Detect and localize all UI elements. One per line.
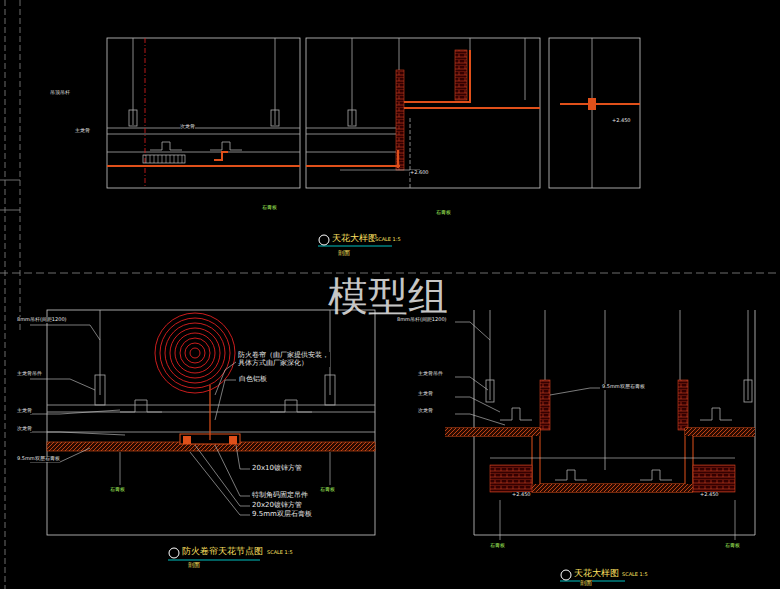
level-mark: +2.450	[700, 492, 719, 498]
scale-note: SCALE 1:5	[622, 572, 648, 578]
watermark: 模型组	[328, 274, 448, 318]
callout-note: 主龙骨	[418, 391, 433, 397]
drawing-subtitle: 剖面	[580, 580, 592, 587]
callout-note: 主龙骨吊件	[17, 371, 42, 377]
level-mark: +2.450	[612, 118, 631, 124]
drawing-title: 天花大样图	[332, 234, 377, 244]
material-tag: 石膏板	[436, 210, 451, 216]
callout-note: 主龙骨吊件	[418, 371, 443, 377]
drawing-subtitle: 剖面	[188, 562, 200, 569]
scale-note: SCALE 1:5	[375, 237, 401, 243]
material-tag: 石膏板	[490, 543, 505, 549]
callout-note: 8mm吊杆(间距1200)	[17, 317, 67, 323]
scale-note: SCALE 1:5	[267, 550, 293, 556]
level-mark: +2.450	[512, 492, 531, 498]
callout-note: 防火卷帘（由厂家提供安装，具体方式由厂家深化）	[238, 352, 330, 367]
callout-note: 20x20镀锌方管	[252, 502, 302, 510]
callout-note: 次龙骨	[180, 124, 195, 130]
material-tag: 石膏板	[110, 487, 125, 493]
callout-note: 9.5mm双层石膏板	[602, 384, 645, 390]
callout-note: 吊顶吊杆	[50, 90, 70, 96]
callout-note: 特制角码固定吊件	[252, 492, 308, 500]
callout-note: 20x10镀锌方管	[252, 465, 302, 473]
drawing-title: 天花大样图	[574, 569, 619, 579]
drawing-title: 防火卷帘天花节点图	[182, 547, 263, 557]
callout-note: 次龙骨	[418, 408, 433, 414]
level-mark: +2.600	[410, 170, 429, 176]
drawing-subtitle: 剖面	[338, 250, 350, 257]
material-tag: 石膏板	[320, 487, 335, 493]
callout-note: 8mm吊杆(间距1200)	[397, 317, 447, 323]
callout-note: 主龙骨	[75, 128, 90, 134]
callout-note: 次龙骨	[17, 426, 32, 432]
callout-note: 主龙骨	[17, 408, 32, 414]
material-tag: 石膏板	[725, 543, 740, 549]
callout-note: 9.5mm双层石膏板	[17, 456, 60, 462]
callout-note: 9.5mm双层石膏板	[252, 511, 312, 519]
material-tag: 石膏板	[262, 205, 277, 211]
callout-note: 白色铝板	[239, 376, 267, 384]
